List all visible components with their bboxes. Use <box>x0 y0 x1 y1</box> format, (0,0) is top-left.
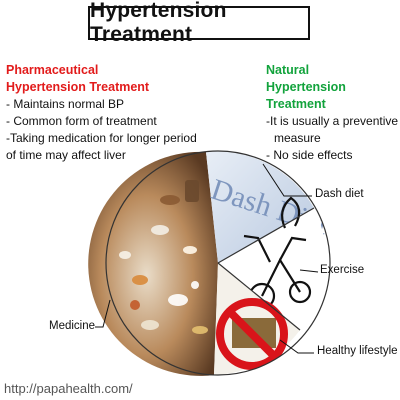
label-dash-diet: Dash diet <box>315 188 364 200</box>
pharmaceutical-section: Pharmaceutical Hypertension Treatment - … <box>6 62 202 164</box>
pharmaceutical-point: -Taking medication for longer period of … <box>6 131 197 162</box>
natural-point: - No side effects <box>266 148 353 162</box>
no-sign-icon <box>216 298 288 370</box>
pharmaceutical-heading-line2: Hypertension Treatment <box>6 80 150 94</box>
dash-diet-slice <box>206 151 314 263</box>
label-medicine: Medicine <box>49 320 96 332</box>
natural-point-continued: measure <box>274 131 321 145</box>
natural-point: -It is usually a preventive <box>266 114 399 128</box>
label-healthy-lifestyle: Healthy lifestyle <box>317 345 398 357</box>
pharmaceutical-heading-line1: Pharmaceutical <box>6 63 99 77</box>
pill-texture <box>119 180 208 334</box>
label-exercise: Exercise <box>320 264 365 276</box>
natural-heading-line1: Natural <box>266 63 310 77</box>
pharmaceutical-point: - Common form of treatment <box>6 114 157 128</box>
natural-heading-line2: Hypertension Treatment <box>266 80 346 111</box>
pharmaceutical-point: - Maintains normal BP <box>6 97 125 111</box>
natural-section: Natural Hypertension Treatment -It is us… <box>266 62 400 164</box>
watermark-url: http://papahealth.com/ <box>4 381 133 396</box>
